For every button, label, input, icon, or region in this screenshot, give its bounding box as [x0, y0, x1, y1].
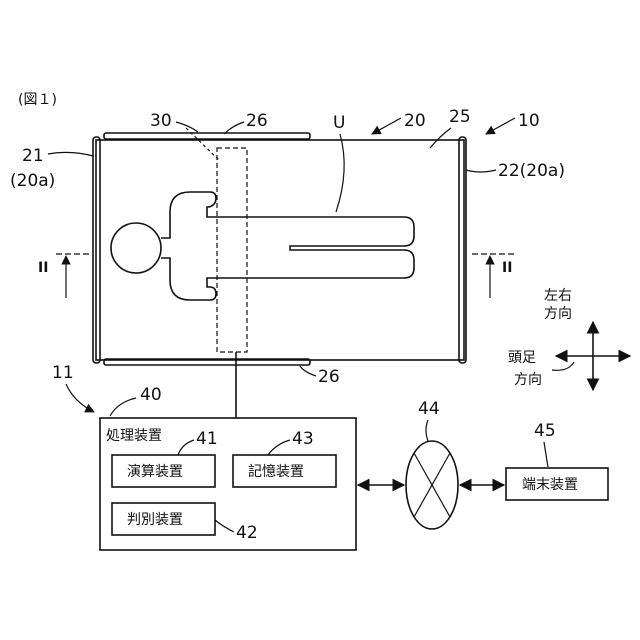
label-42: 42 [236, 523, 258, 543]
figure-label: (図１) [18, 92, 57, 108]
label-11: 11 [52, 363, 74, 383]
arrow-20 [372, 118, 401, 134]
leader-44 [426, 420, 428, 441]
label-22: 22(20a) [498, 161, 565, 181]
leader-26-bottom [300, 366, 316, 376]
label-43: 43 [292, 429, 314, 449]
label-26-top: 26 [246, 111, 268, 131]
label-20: 20 [404, 111, 426, 131]
leader-21 [48, 152, 93, 156]
label-21: 21 [22, 146, 44, 166]
leader-40 [110, 398, 136, 416]
top-side-rail [104, 133, 310, 139]
direction-indicator: 左右 方向 頭足 方向 [508, 288, 630, 390]
processing-unit: 処理装置 演算装置 記憶装置 判別装置 [100, 418, 356, 550]
sensor-region-dashed [217, 148, 247, 352]
network-node [406, 441, 458, 529]
leader-41 [178, 440, 194, 455]
label-U: U [333, 113, 345, 133]
leader-30 [176, 122, 198, 132]
label-40: 40 [140, 385, 162, 405]
patient-body [161, 192, 414, 300]
label-30: 30 [150, 111, 172, 131]
leader-22 [466, 170, 496, 172]
bed-body [93, 133, 466, 365]
label-41: 41 [196, 429, 218, 449]
leader-45 [544, 442, 548, 467]
arrow-10 [486, 118, 515, 134]
leader-11 [66, 384, 94, 412]
patient-head [111, 223, 161, 273]
label-26-bottom: 26 [318, 367, 340, 387]
leader-25 [430, 128, 451, 148]
lr-direction-line1: 左右 [544, 288, 572, 304]
lr-direction-line2: 方向 [544, 306, 572, 322]
label-44: 44 [418, 399, 440, 419]
hf-leader [552, 362, 574, 370]
storage-unit-label: 記憶装置 [248, 463, 304, 480]
terminal-unit-label: 端末装置 [522, 477, 578, 493]
discrimination-unit-label: 判別装置 [127, 512, 183, 528]
label-10: 10 [518, 111, 540, 131]
leader-43 [268, 440, 290, 455]
leader-42 [215, 520, 234, 532]
right-end-plate [459, 137, 466, 363]
hf-direction-line1: 頭足 [508, 350, 536, 366]
section-mark-left: II [38, 254, 90, 298]
label-25: 25 [449, 107, 471, 127]
section-label-right: II [502, 260, 512, 276]
section-mark-right: II [472, 254, 514, 298]
section-label-left: II [38, 260, 48, 276]
patient-outline [111, 192, 414, 300]
hf-direction-line2: 方向 [514, 372, 542, 388]
leader-U [336, 134, 344, 212]
processing-unit-title: 処理装置 [106, 428, 162, 444]
label-45: 45 [534, 421, 556, 441]
label-21-sub: (20a) [10, 171, 55, 191]
computation-unit-label: 演算装置 [127, 464, 183, 480]
